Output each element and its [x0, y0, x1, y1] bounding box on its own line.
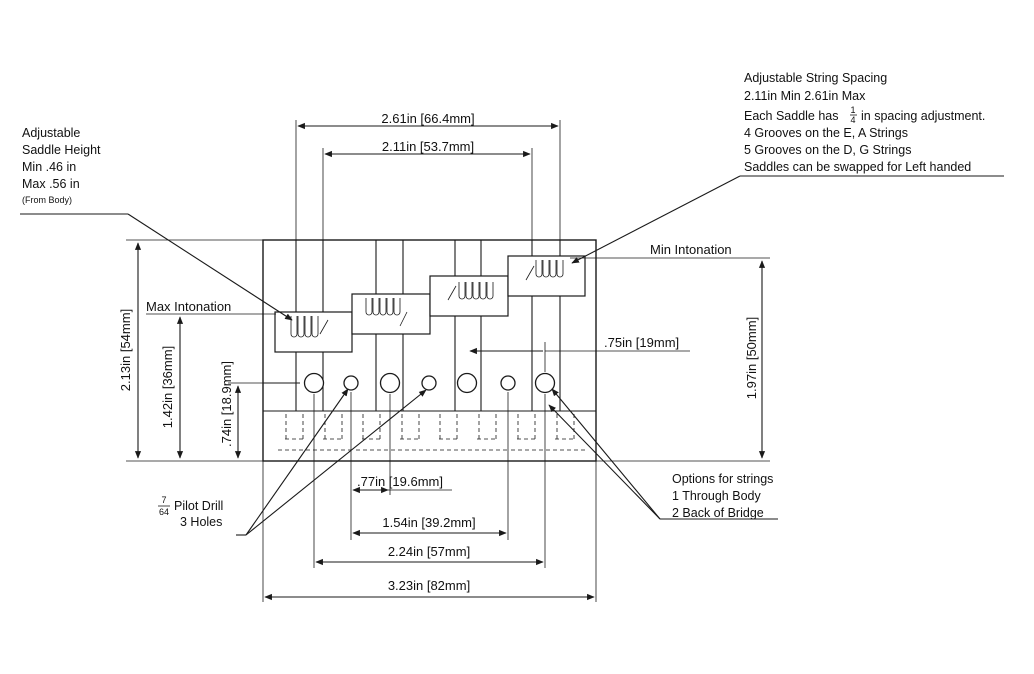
spacing-line-3-pre: Each Saddle has: [744, 109, 839, 123]
saddle-3-grooves: [447, 282, 494, 301]
string-spacing-note: Adjustable String Spacing 2.11in Min 2.6…: [744, 71, 985, 174]
spacing-line-2: 2.11in Min 2.61in Max: [744, 89, 866, 103]
options-line-2: 1 Through Body: [672, 489, 761, 503]
string-options-note: Options for strings 1 Through Body 2 Bac…: [672, 472, 773, 520]
spacing-frac-num: 1: [850, 105, 855, 115]
dim-span-154: 1.54in [39.2mm]: [382, 515, 475, 530]
string-hole-1: [303, 372, 325, 394]
pilot-drill-leader-2: [245, 389, 427, 536]
pilot-drill-line-2: 3 Holes: [180, 515, 222, 529]
string-hole-3: [456, 372, 478, 394]
pilot-hole-1: [343, 375, 359, 391]
saddle-height-leader: [127, 213, 293, 321]
saddle-height-title-2: Saddle Height: [22, 143, 101, 157]
spacing-line-6: Saddles can be swapped for Left handed: [744, 160, 971, 174]
hidden-ferrule-channels: [278, 414, 586, 451]
dim-height-197: 1.97in [50mm]: [744, 317, 759, 399]
string-spacing-leader: [571, 175, 741, 264]
saddle-1: [274, 311, 353, 353]
dim-height-142: 1.42in [36mm]: [160, 346, 175, 428]
spacing-line-4: 4 Grooves on the E, A Strings: [744, 126, 908, 140]
min-intonation-label: Min Intonation: [650, 242, 732, 257]
saddle-1-grooves: [290, 316, 329, 338]
saddle-2-grooves: [365, 298, 408, 327]
saddle-3: [429, 275, 509, 317]
options-line-1: Options for strings: [672, 472, 773, 486]
dim-width-min: 2.11in [53.7mm]: [382, 139, 474, 154]
saddle-height-min: Min .46 in: [22, 160, 76, 174]
saddle-height-from-body: (From Body): [22, 195, 72, 205]
options-line-3: 2 Back of Bridge: [672, 506, 764, 520]
pilot-drill-line-1: Pilot Drill: [174, 499, 223, 513]
dim-span-224: 2.24in [57mm]: [388, 544, 470, 559]
string-hole-4: [534, 372, 556, 394]
dim-height-074: .74in [18.9mm]: [219, 361, 234, 447]
dim-width-max: 2.61in [66.4mm]: [381, 111, 474, 126]
saddle-height-title-1: Adjustable: [22, 126, 80, 140]
dim-intonation-travel: .75in [19mm]: [604, 335, 679, 350]
saddle-2: [351, 293, 431, 335]
saddle-4-grooves: [525, 260, 564, 281]
saddle-height-max: Max .56 in: [22, 177, 80, 191]
holes: [303, 372, 556, 394]
pilot-hole-3: [500, 375, 516, 391]
pilot-drill-note: 7 64 Pilot Drill 3 Holes: [158, 495, 223, 529]
pilot-frac-den: 64: [159, 507, 169, 517]
leader-lines: [20, 175, 1004, 536]
right-dimensions: 1.97in [50mm] Min Intonation .75in [19mm…: [469, 242, 770, 462]
spacing-line-3-post: in spacing adjustment.: [861, 109, 985, 123]
dim-span-077: .77in [19.6mm]: [357, 474, 443, 489]
options-leader-2: [548, 404, 661, 520]
pilot-drill-leader-1: [245, 388, 349, 536]
saddle-height-note: Adjustable Saddle Height Min .46 in Max …: [22, 126, 101, 205]
dim-span-323: 3.23in [82mm]: [388, 578, 470, 593]
dim-overall-height: 2.13in [54mm]: [118, 309, 133, 391]
spacing-frac-den: 4: [850, 115, 855, 125]
bottom-dimensions: .77in [19.6mm] 1.54in [39.2mm] 2.24in [5…: [262, 392, 597, 602]
spacing-line-1: Adjustable String Spacing: [744, 71, 887, 85]
spacing-line-5: 5 Grooves on the D, G Strings: [744, 143, 911, 157]
top-dimensions: 2.61in [66.4mm] 2.11in [53.7mm]: [295, 111, 561, 240]
max-intonation-label: Max Intonation: [146, 299, 231, 314]
left-dimensions: 2.13in [54mm] 1.42in [36mm] .74in [18.9m…: [118, 239, 276, 462]
pilot-frac-num: 7: [161, 495, 166, 505]
string-hole-2: [379, 372, 401, 394]
pilot-hole-2: [421, 375, 437, 391]
options-leader-1: [551, 388, 661, 520]
